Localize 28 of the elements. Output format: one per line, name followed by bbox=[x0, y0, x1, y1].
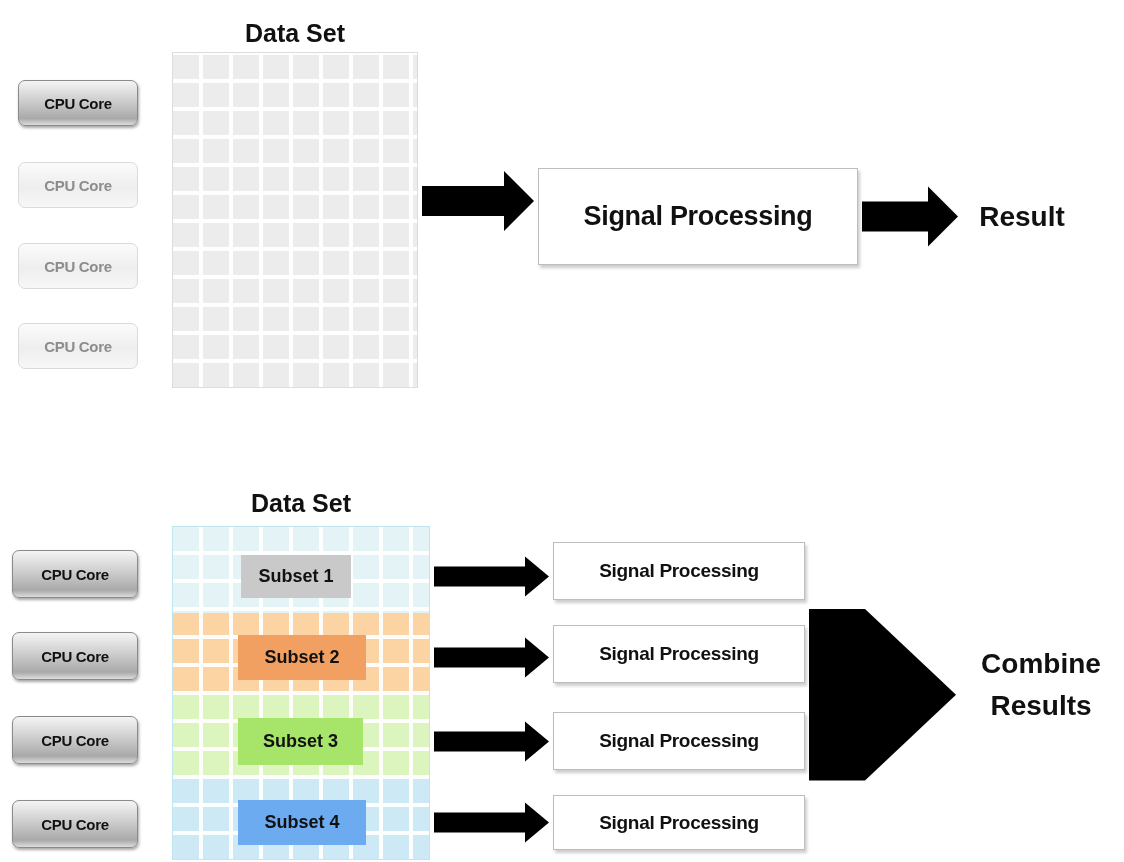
data-set-heading: Data Set bbox=[249, 488, 352, 519]
block-arrow bbox=[809, 609, 956, 781]
cpu-core-chip: CPU Core bbox=[18, 243, 138, 289]
process-box: Signal Processing bbox=[553, 712, 805, 770]
block-arrow bbox=[434, 721, 549, 762]
cpu-core-chip: CPU Core bbox=[12, 632, 138, 680]
block-arrow bbox=[422, 171, 534, 231]
data-set-heading: Data Set bbox=[243, 18, 346, 49]
process-box: Signal Processing bbox=[538, 168, 858, 265]
block-arrow bbox=[434, 637, 549, 678]
subset-block: Subset 3 bbox=[238, 718, 363, 765]
process-box: Signal Processing bbox=[553, 795, 805, 850]
subset-block: Subset 2 bbox=[238, 635, 366, 680]
subset-block: Subset 1 bbox=[241, 555, 351, 598]
cpu-core-chip: CPU Core bbox=[12, 550, 138, 598]
cpu-core-chip: CPU Core bbox=[18, 162, 138, 208]
cpu-core-chip: CPU Core bbox=[18, 323, 138, 369]
cpu-core-chip: CPU Core bbox=[12, 716, 138, 764]
cpu-core-chip: CPU Core bbox=[12, 800, 138, 848]
subset-block: Subset 4 bbox=[238, 800, 366, 845]
process-box: Signal Processing bbox=[553, 542, 805, 600]
block-arrow bbox=[862, 186, 958, 247]
block-arrow bbox=[434, 556, 549, 597]
block-arrow bbox=[434, 802, 549, 843]
process-box: Signal Processing bbox=[553, 625, 805, 683]
result-text: Combine Results bbox=[960, 630, 1122, 740]
result-text: Result bbox=[962, 192, 1082, 242]
cpu-core-chip: CPU Core bbox=[18, 80, 138, 126]
